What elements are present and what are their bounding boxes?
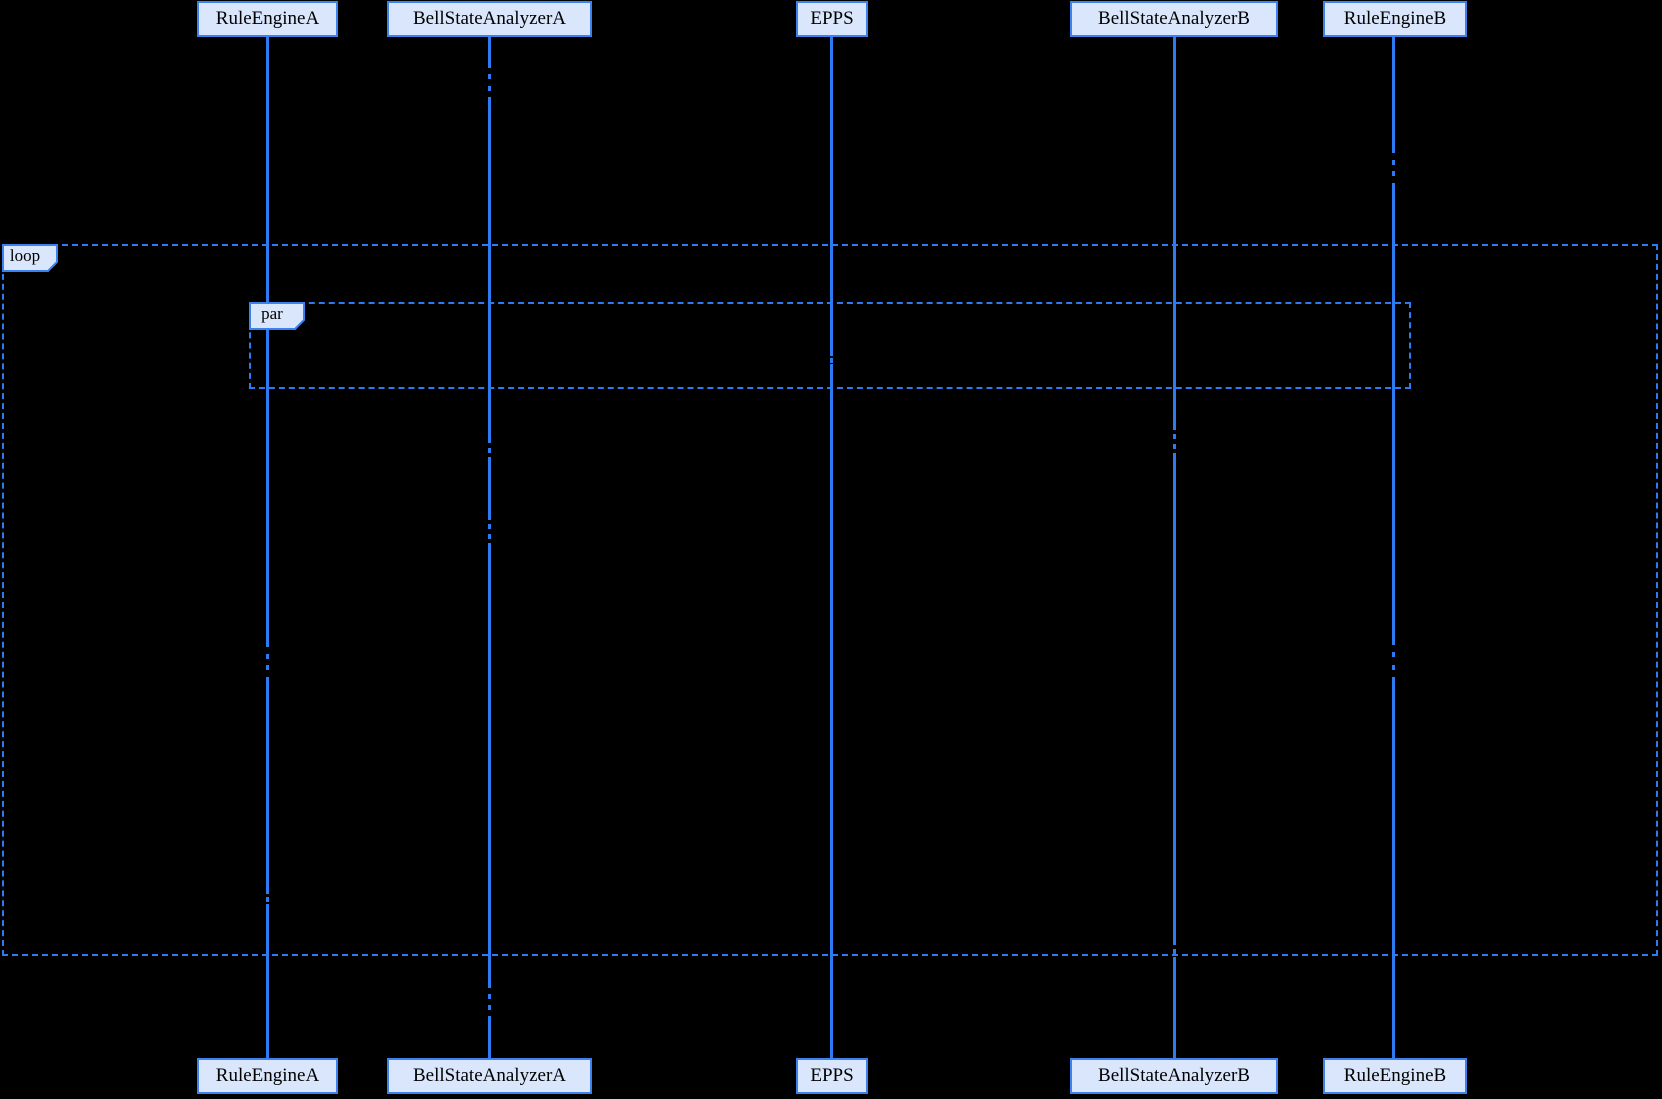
lifeline-gap — [263, 647, 272, 677]
lifeline-gap — [485, 443, 494, 457]
loop-fragment-frame — [2, 244, 1658, 956]
lifeline-rule-engine-a — [266, 37, 269, 1058]
lifeline-epps — [830, 37, 833, 1058]
par-operator-text: par — [261, 304, 283, 323]
participant-foot-bell-state-analyzer-a: BellStateAnalyzerA — [387, 1058, 592, 1094]
participant-foot-epps: EPPS — [796, 1058, 868, 1094]
participant-head-rule-engine-a: RuleEngineA — [197, 1, 338, 37]
par-fragment-label: par — [249, 302, 305, 330]
lifeline-gap — [485, 68, 494, 97]
participant-label: BellStateAnalyzerA — [412, 8, 566, 29]
lifeline-gap — [263, 894, 272, 904]
participant-label: EPPS — [810, 8, 854, 29]
par-fragment-frame — [249, 302, 1411, 389]
participant-head-bell-state-analyzer-a: BellStateAnalyzerA — [387, 1, 592, 37]
lifeline-gap — [1170, 945, 1179, 957]
participant-label: RuleEngineB — [1343, 1065, 1447, 1086]
participant-foot-rule-engine-b: RuleEngineB — [1323, 1058, 1467, 1094]
participant-label: RuleEngineB — [1343, 8, 1447, 29]
lifeline-gap — [1389, 153, 1398, 183]
participant-foot-bell-state-analyzer-b: BellStateAnalyzerB — [1070, 1058, 1278, 1094]
lifeline-bell-state-analyzer-b — [1173, 37, 1176, 1058]
pentagon-label-shape — [2, 244, 58, 272]
participant-label: EPPS — [810, 1065, 854, 1086]
lifeline-rule-engine-b — [1392, 37, 1395, 1058]
lifeline-gap — [1170, 430, 1179, 453]
lifeline-gap — [485, 520, 494, 543]
lifeline-gap — [1389, 645, 1398, 677]
lifeline-gap — [485, 988, 494, 1016]
participant-head-bell-state-analyzer-b: BellStateAnalyzerB — [1070, 1, 1278, 37]
participant-label: BellStateAnalyzerB — [1098, 1065, 1250, 1086]
lifeline-bell-state-analyzer-a — [488, 37, 491, 1058]
participant-head-epps: EPPS — [796, 1, 868, 37]
participant-head-rule-engine-b: RuleEngineB — [1323, 1, 1467, 37]
loop-operator-text: loop — [9, 246, 41, 265]
participant-label: RuleEngineA — [215, 1065, 320, 1086]
participant-label: BellStateAnalyzerB — [1098, 8, 1250, 29]
pentagon-label-shape — [249, 302, 305, 330]
participant-label: RuleEngineA — [215, 8, 320, 29]
loop-fragment-label: loop — [2, 244, 58, 272]
participant-label: BellStateAnalyzerA — [412, 1065, 566, 1086]
participant-foot-rule-engine-a: RuleEngineA — [197, 1058, 338, 1094]
lifeline-gap — [827, 356, 836, 364]
